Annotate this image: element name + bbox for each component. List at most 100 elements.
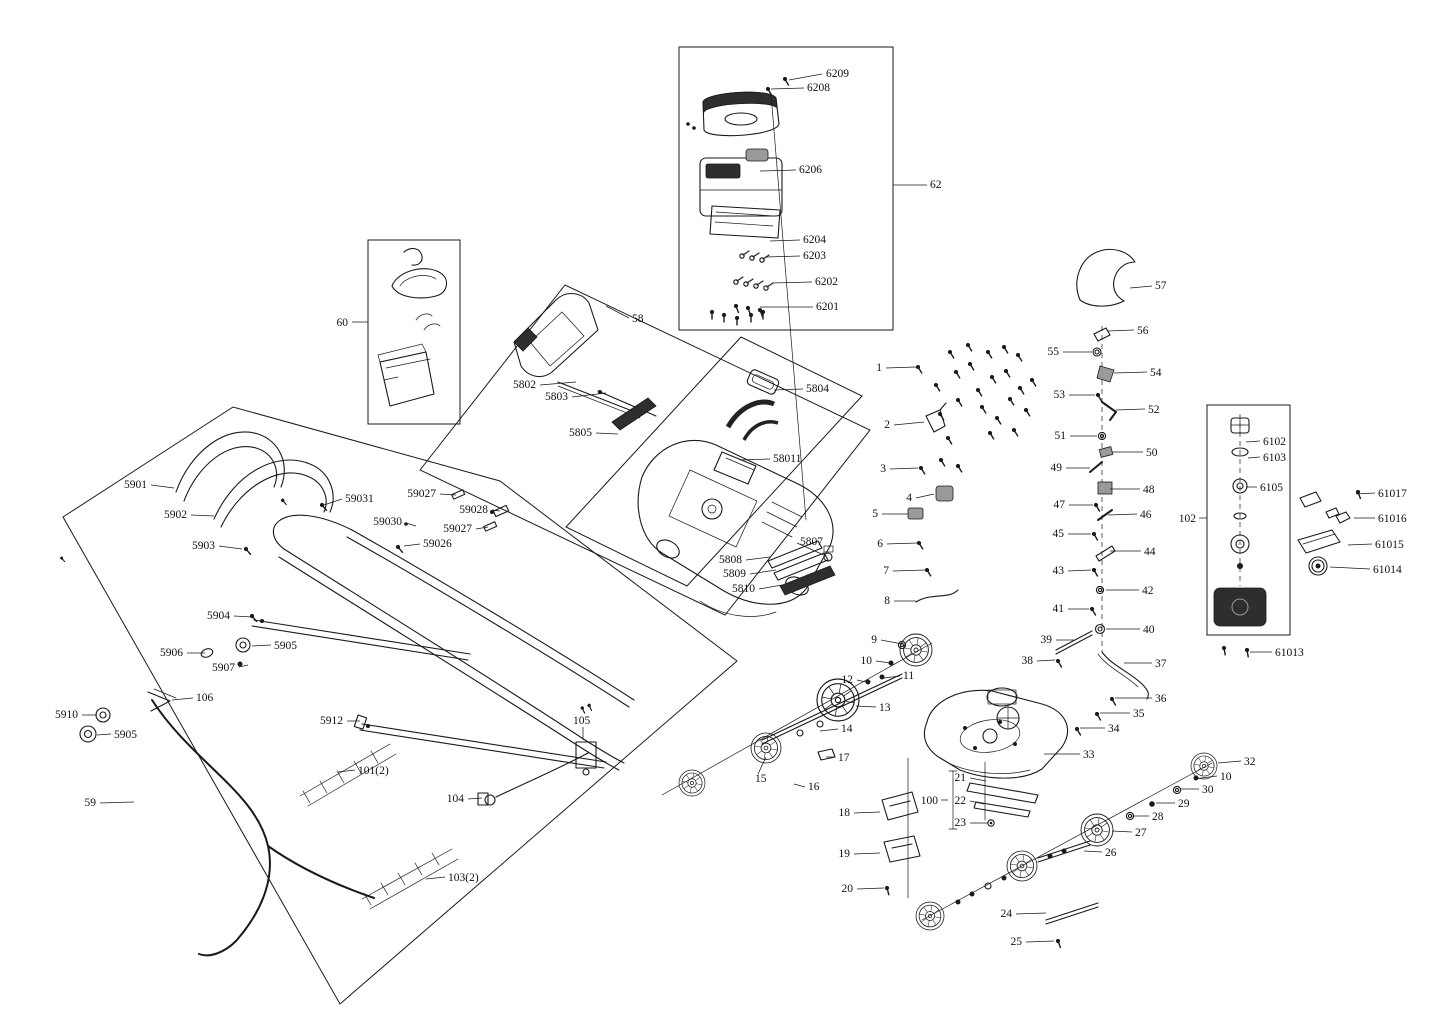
part-number-5809: 5809	[723, 568, 746, 580]
part-number-5: 5	[872, 508, 878, 520]
part-number-5803: 5803	[545, 391, 568, 403]
part-number-5805: 5805	[569, 427, 592, 439]
group-box-59	[62, 406, 738, 1005]
part-number-18: 18	[839, 807, 851, 819]
part-number-11: 11	[903, 670, 914, 682]
leader-line-38	[1036, 659, 1056, 662]
part-number-6202: 6202	[815, 276, 838, 288]
leader-line-11	[883, 675, 901, 679]
part-number-35: 35	[1133, 708, 1145, 720]
leader-line-10	[875, 660, 891, 664]
part-number-42: 42	[1142, 585, 1154, 597]
part-number-7: 7	[883, 565, 889, 577]
part-number-50: 50	[1146, 447, 1158, 459]
leader-line-18	[853, 811, 881, 814]
leader-line-54	[1113, 371, 1148, 374]
part-number-5904: 5904	[207, 610, 230, 622]
part-number-10: 10	[861, 655, 873, 667]
part-number-55: 55	[1048, 346, 1060, 358]
leader-line-5905	[96, 733, 112, 736]
leader-line-59026	[403, 543, 421, 547]
part-number-25: 25	[1011, 936, 1023, 948]
part-number-59027: 59027	[443, 523, 472, 535]
leader-line-5804	[773, 388, 804, 391]
leader-line-27	[1111, 830, 1133, 833]
leader-line-58	[605, 305, 630, 319]
part-number-6204: 6204	[803, 234, 826, 246]
leader-line-32	[1217, 760, 1242, 764]
group-box-60	[367, 239, 461, 425]
part-number-52: 52	[1148, 404, 1160, 416]
part-number-6103: 6103	[1263, 452, 1286, 464]
leader-line-59	[99, 801, 135, 804]
drive-column-group	[1054, 248, 1149, 738]
part-number-6105: 6105	[1260, 482, 1283, 494]
group-box-102	[1206, 404, 1291, 636]
leader-line-59027	[475, 526, 489, 530]
leader-line-5808	[745, 556, 771, 561]
part-number-5907: 5907	[212, 662, 235, 674]
part-number-34: 34	[1108, 723, 1120, 735]
part-number-40: 40	[1143, 624, 1155, 636]
part-number-24: 24	[1001, 908, 1013, 920]
part-number-23: 23	[955, 817, 967, 829]
part-number-6: 6	[877, 538, 883, 550]
part-number-2: 2	[884, 419, 890, 431]
leader-line-6209	[788, 73, 823, 81]
part-number-5905: 5905	[114, 729, 137, 741]
leader-line-7	[892, 569, 926, 572]
part-number-61017: 61017	[1378, 488, 1407, 500]
leader-line-101(2)	[337, 769, 356, 773]
part-number-41: 41	[1053, 603, 1065, 615]
leader-line-104	[467, 797, 483, 800]
leader-line-6203	[765, 255, 801, 258]
leader-line-13	[855, 705, 877, 708]
part-number-53: 53	[1054, 389, 1066, 401]
lower-deck-group	[881, 687, 1218, 950]
deflector-sheet	[1076, 248, 1136, 307]
part-number-6208: 6208	[807, 82, 830, 94]
leader-line-16	[793, 783, 806, 788]
part-number-8: 8	[884, 595, 890, 607]
part-number-48: 48	[1143, 484, 1155, 496]
part-number-44: 44	[1144, 546, 1156, 558]
leader-line-5904	[233, 615, 253, 618]
leader-line-106	[171, 697, 194, 701]
leader-line-1	[885, 366, 917, 369]
part-number-59030: 59030	[373, 516, 402, 528]
part-number-6201: 6201	[816, 301, 839, 313]
part-number-5901: 5901	[124, 479, 147, 491]
part-number-20: 20	[842, 883, 854, 895]
part-number-30: 30	[1202, 784, 1214, 796]
leader-line-61017	[1355, 492, 1376, 495]
leader-line-61015	[1347, 543, 1373, 546]
part-number-16: 16	[808, 781, 820, 793]
part-number-5903: 5903	[192, 540, 215, 552]
leader-line-103(2)	[425, 876, 446, 880]
leader-line-5905	[251, 644, 272, 647]
handle-cover-group	[377, 247, 448, 407]
leader-line-2	[893, 421, 925, 426]
leader-line-5809	[749, 569, 777, 575]
part-number-58011: 58011	[773, 453, 802, 465]
leader-line-5803	[571, 392, 607, 398]
leader-line-12	[856, 679, 867, 683]
leader-line-59030	[405, 522, 417, 527]
deck-underside	[923, 689, 1069, 779]
leader-line-20	[856, 887, 885, 890]
part-number-5902: 5902	[164, 509, 187, 521]
hardware-scatter-group	[907, 341, 1039, 603]
part-number-17: 17	[838, 752, 850, 764]
part-number-100: 100	[921, 795, 939, 807]
part-number-54: 54	[1150, 367, 1162, 379]
leader-line-9	[880, 639, 903, 645]
part-number-4: 4	[906, 492, 912, 504]
part-number-5804: 5804	[806, 383, 829, 395]
part-number-59026: 59026	[423, 538, 452, 550]
group-box-5801	[565, 336, 863, 587]
part-number-32: 32	[1244, 756, 1256, 768]
leader-line-10	[1193, 775, 1218, 780]
leader-line-5901	[150, 484, 175, 489]
